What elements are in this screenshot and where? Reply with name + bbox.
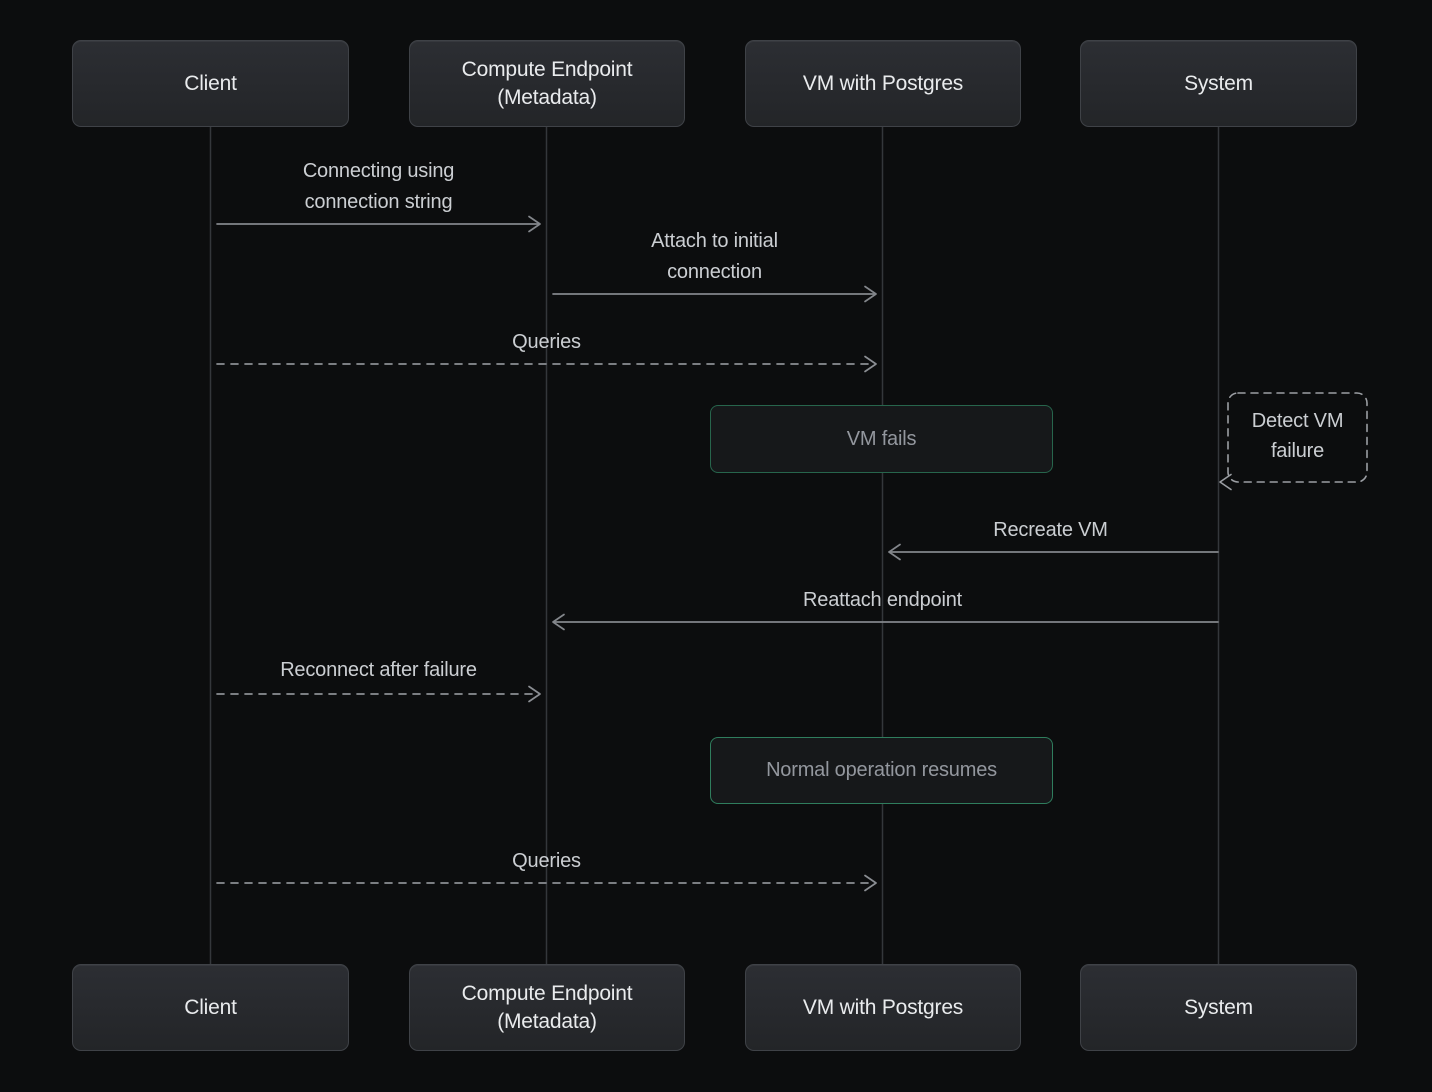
message-label-reattach-endpoint: Reattach endpoint [803, 585, 962, 616]
actor-client-label: Client [184, 994, 237, 1022]
actor-system-label: System [1184, 994, 1253, 1022]
actor-system-top: System [1080, 40, 1357, 127]
actor-vm-postgres-top: VM with Postgres [745, 40, 1021, 127]
actor-vm-postgres-bottom: VM with Postgres [745, 964, 1021, 1051]
actor-client-top: Client [72, 40, 349, 127]
actor-compute-endpoint-label: Compute Endpoint (Metadata) [438, 980, 656, 1036]
note-normal-operation-resumes-label: Normal operation resumes [766, 759, 997, 782]
actor-client-label: Client [184, 70, 237, 98]
note-vm-fails: VM fails [710, 405, 1053, 473]
actor-compute-endpoint-label: Compute Endpoint (Metadata) [438, 56, 656, 112]
arrow-reconnect-after-failure [217, 687, 540, 702]
message-label-attach-to-initial-connection: Attach to initial connection [620, 226, 810, 288]
note-normal-operation-resumes: Normal operation resumes [710, 737, 1053, 804]
arrow-attach-to-initial-connection [553, 287, 876, 302]
arrow-connecting-using-connection-string [217, 217, 540, 232]
actor-vm-postgres-label: VM with Postgres [803, 70, 963, 98]
actor-vm-postgres-label: VM with Postgres [803, 994, 963, 1022]
actor-system-bottom: System [1080, 964, 1357, 1051]
message-label-queries-1: Queries [512, 327, 581, 358]
message-label-connecting-using-connection-string: Connecting using connection string [269, 156, 489, 218]
self-message-detect-vm-failure-label: Detect VM failure [1231, 395, 1364, 477]
actor-client-bottom: Client [72, 964, 349, 1051]
actor-compute-endpoint-top: Compute Endpoint (Metadata) [409, 40, 685, 127]
arrow-recreate-vm [889, 545, 1218, 560]
arrow-reattach-endpoint [553, 615, 1218, 630]
note-vm-fails-label: VM fails [847, 428, 917, 451]
message-label-reconnect-after-failure: Reconnect after failure [280, 655, 477, 686]
actor-compute-endpoint-bottom: Compute Endpoint (Metadata) [409, 964, 685, 1051]
message-label-queries-2: Queries [512, 846, 581, 877]
actor-system-label: System [1184, 70, 1253, 98]
message-label-recreate-vm: Recreate VM [993, 515, 1108, 546]
